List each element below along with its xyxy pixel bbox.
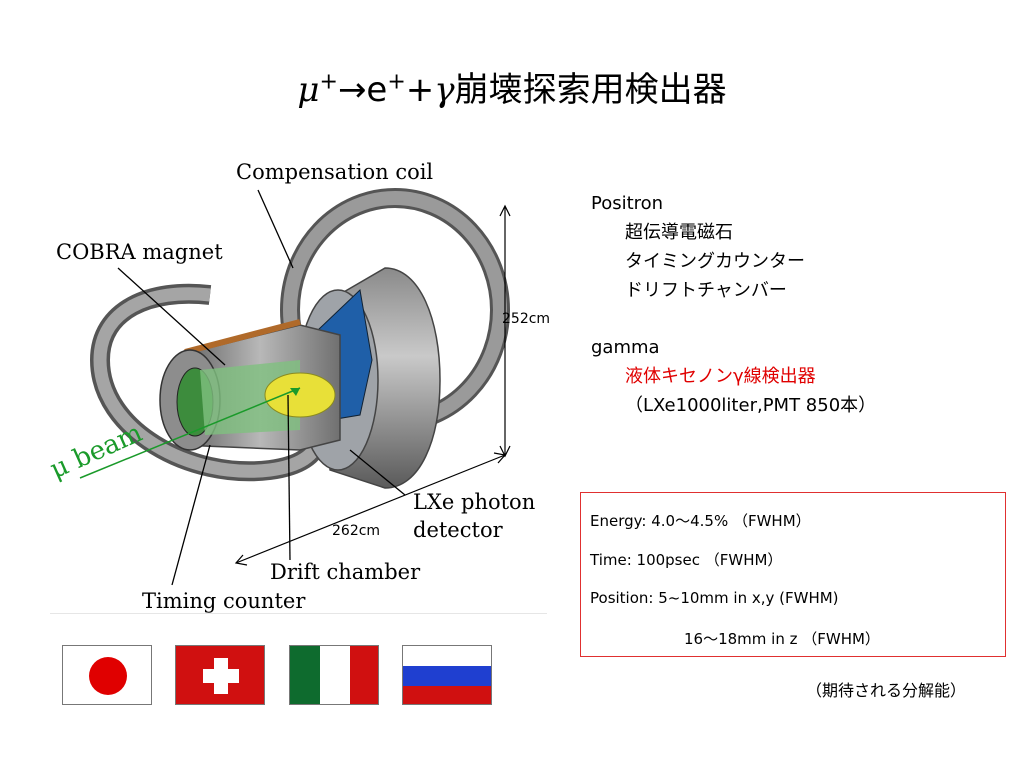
spec-time: Time: 100psec （FWHM）	[590, 551, 783, 569]
detector-diagram	[79, 188, 511, 586]
positron-item: 超伝導電磁石	[625, 222, 733, 243]
gamma-detail: （LXe1000liter,PMT 850本）	[625, 395, 877, 416]
italy-flag	[289, 645, 379, 705]
cobra-magnet	[159, 319, 341, 451]
beam-arrowhead	[290, 388, 300, 396]
japan-flag	[62, 645, 152, 705]
label-timing-counter: Timing counter	[142, 589, 306, 613]
divider	[50, 613, 547, 614]
label-lxe-detector: detector	[413, 518, 503, 542]
dimension-height: 252cm	[502, 311, 551, 327]
label-drift-chamber: Drift chamber	[270, 560, 421, 584]
dimension-arrows	[234, 204, 511, 566]
spec-energy: Energy: 4.0～4.5% （FWHM）	[590, 512, 811, 530]
spec-position: Position: 5~10mm in x,y (FWHM)	[590, 589, 839, 607]
gamma-highlight: 液体キセノンγ線検出器	[625, 366, 816, 387]
resolution-note: （期待される分解能）	[806, 681, 967, 700]
beam-line	[79, 387, 301, 479]
detector-description: Positron 超伝導電磁石 タイミングカウンター ドリフトチャンバー gam…	[591, 189, 876, 420]
dimension-width: 262cm	[332, 523, 381, 539]
compensation-coil-left	[89, 283, 328, 482]
positron-item: ドリフトチャンバー	[625, 280, 787, 301]
label-cobra-magnet: COBRA magnet	[56, 240, 223, 264]
label-lxe-photon: LXe photon	[413, 490, 536, 514]
spacer	[591, 305, 876, 333]
gamma-heading: gamma	[591, 337, 660, 358]
switzerland-flag	[175, 645, 265, 705]
page-title: μ+→e++γ崩壊探索用検出器	[297, 69, 727, 110]
leader-lines	[117, 189, 406, 586]
russia-flag	[402, 645, 492, 705]
positron-heading: Positron	[591, 193, 664, 214]
spec-position-z: 16～18mm in z （FWHM）	[684, 630, 880, 648]
resolution-box	[580, 492, 1006, 657]
positron-item: タイミングカウンター	[625, 251, 805, 272]
label-compensation-coil: Compensation coil	[236, 160, 434, 184]
